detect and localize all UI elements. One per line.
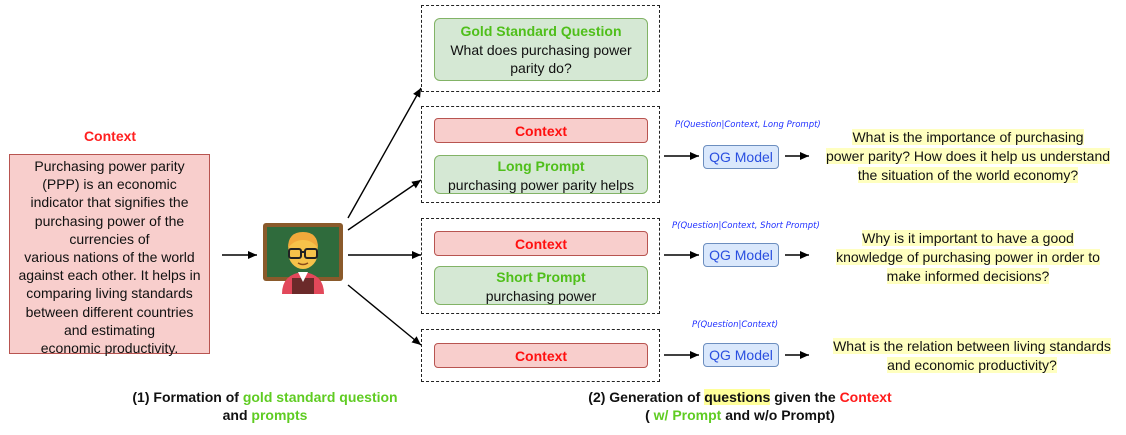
context-passage: Purchasing power parity (PPP) is an econ…: [9, 154, 210, 356]
long-output-question: What is the importance of purchasing pow…: [825, 129, 1111, 183]
qg-model-noprompt: QG Model: [703, 343, 779, 367]
noprompt-output-question: What is the relation between living stan…: [833, 338, 1111, 373]
long-prompt-container: [421, 106, 660, 203]
short-prompt-box: Short Prompt purchasing power: [434, 266, 648, 305]
long-prompt-text: purchasing power parity helps: [448, 176, 634, 193]
teacher-icon: [263, 223, 343, 294]
short-prompt-text: purchasing power: [485, 287, 597, 304]
gold-standard-question-line2: parity do?: [510, 60, 572, 76]
gold-standard-title: Gold Standard Question: [460, 23, 622, 39]
long-prob-label: P(Question|Context, Long Prompt): [675, 120, 821, 130]
short-output-question: Why is it important to have a good knowl…: [836, 230, 1100, 284]
long-prompt-title: Long Prompt: [497, 158, 585, 174]
arrow-teacher-to-gold: [347, 87, 422, 219]
arrow-teacher-to-noprompt: [347, 284, 422, 346]
caption-left: (1) Formation of gold standard question …: [132, 389, 398, 423]
qg-model-long: QG Model: [703, 145, 779, 169]
gold-standard-container: [421, 5, 660, 92]
noprompt-context-box: Context: [434, 343, 648, 368]
context-title: Context: [83, 128, 137, 144]
gold-standard-question-line1: What does purchasing power: [450, 41, 632, 58]
gold-standard-box: Gold Standard Question What does purchas…: [434, 18, 648, 81]
noprompt-prob-label: P(Question|Context): [692, 320, 779, 330]
no-prompt-container: [421, 329, 660, 382]
short-context-box: Context: [434, 231, 648, 256]
long-prompt-box: Long Prompt purchasing power parity help…: [434, 155, 648, 194]
short-prompt-container: [421, 218, 660, 314]
short-prob-label: P(Question|Context, Short Prompt): [672, 221, 820, 231]
qg-model-short: QG Model: [703, 243, 779, 267]
caption-right: (2) Generation of questions given the Co…: [588, 389, 892, 423]
short-prompt-title: Short Prompt: [496, 269, 586, 285]
long-context-box: Context: [434, 118, 648, 143]
arrow-teacher-to-long: [347, 179, 422, 231]
